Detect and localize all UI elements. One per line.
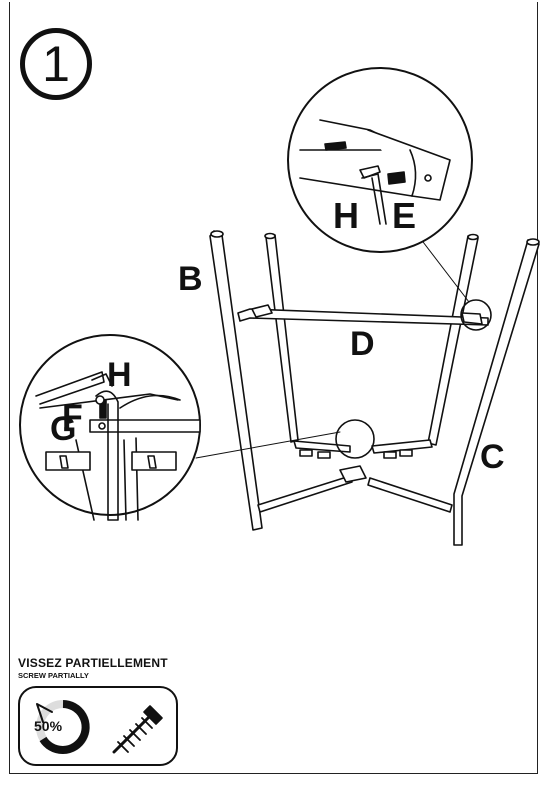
detail-left — [19, 334, 201, 521]
callout-ring-top — [460, 299, 492, 331]
label-h-left: H — [107, 356, 132, 394]
label-g-text: G — [50, 410, 77, 448]
leg-c — [453, 238, 540, 546]
step-number: 1 — [42, 36, 70, 92]
label-b: B — [178, 260, 203, 298]
label-c: C — [480, 438, 505, 476]
detail-top — [287, 67, 473, 253]
label-f: F — [62, 398, 83, 436]
instruction-en: SCREW PARTIALLY — [18, 671, 89, 680]
screw-partially-badge — [18, 686, 178, 766]
callout-ring-bottom — [335, 419, 375, 459]
percent-label: 50% — [34, 718, 63, 734]
label-e: E — [392, 195, 417, 236]
leg-back-right — [427, 233, 479, 446]
instruction-fr: VISSEZ PARTIELLEMENT — [18, 656, 168, 670]
leg-b — [209, 230, 263, 531]
page-frame — [9, 2, 538, 774]
label-h-top: H — [333, 195, 359, 236]
screw-icon — [112, 705, 163, 754]
rotate-arrow-icon — [36, 700, 90, 754]
leg-back-left — [264, 232, 299, 443]
label-d: D — [350, 325, 375, 363]
base-stretchers — [257, 439, 453, 513]
step-number-badge: 1 — [20, 28, 92, 100]
